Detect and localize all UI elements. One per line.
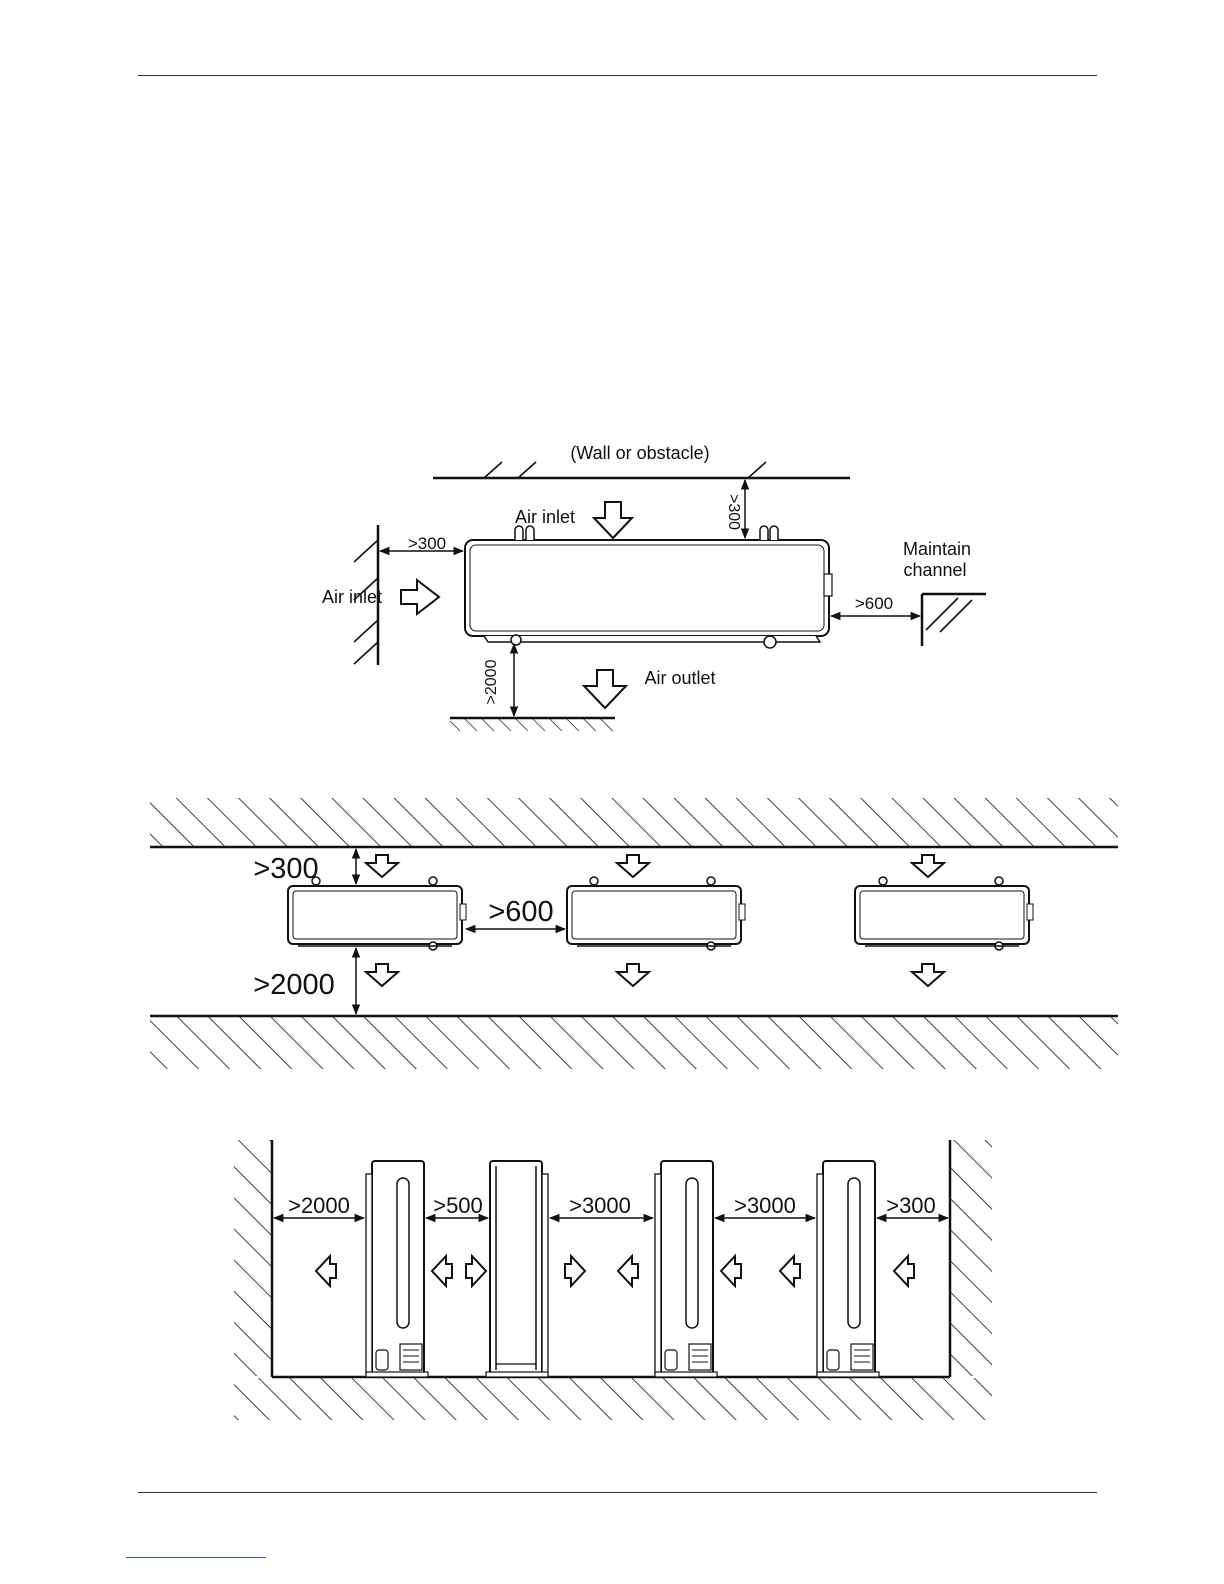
- dim-bottom-label: >2000: [483, 659, 500, 704]
- top-wall-hatch: [484, 462, 766, 478]
- dim-4-label: >3000: [734, 1193, 796, 1218]
- air-inlet-top-arrow-icon: [594, 502, 632, 538]
- ceiling-hatch: [150, 798, 1118, 846]
- air-arrow-left-icon: [721, 1256, 741, 1286]
- air-arrow-left-icon: [894, 1256, 914, 1286]
- air-in-arrow-icon: [912, 855, 944, 877]
- indoor-unit-b: [567, 877, 745, 950]
- air-outlet-label: Air outlet: [644, 668, 715, 688]
- air-in-arrow-icon: [617, 855, 649, 877]
- air-out-arrow-icon: [912, 964, 944, 986]
- floor-unit-4: [817, 1161, 879, 1377]
- wall-label: (Wall or obstacle): [570, 443, 709, 463]
- air-in-arrow-icon: [366, 855, 398, 877]
- air-arrow-right-icon: [466, 1256, 486, 1286]
- left-wall-hatch-3: [234, 1140, 272, 1376]
- air-arrow-left-icon: [316, 1256, 336, 1286]
- floor-unit-1: [366, 1161, 428, 1377]
- diagram-single-unit: (Wall or obstacle): [322, 443, 986, 731]
- floor-unit-3: [655, 1161, 717, 1377]
- right-wall-hatch-3: [950, 1140, 992, 1376]
- diagram-row-units: >300 >600 >2000: [150, 798, 1118, 1069]
- air-arrow-left-icon: [618, 1256, 638, 1286]
- air-inlet-top-label: Air inlet: [515, 507, 575, 527]
- air-arrow-right-icon: [565, 1256, 585, 1286]
- dim-bottom-label-2: >2000: [253, 969, 334, 1001]
- floor-unit-2: [486, 1161, 548, 1377]
- dim-left-label: >300: [408, 534, 446, 553]
- air-out-arrow-icon: [617, 964, 649, 986]
- dim-1-label: >2000: [288, 1193, 350, 1218]
- dim-top-label: >300: [725, 494, 742, 530]
- air-inlet-left-label: Air inlet: [322, 587, 382, 607]
- dim-3-label: >3000: [569, 1193, 631, 1218]
- dim-5-label: >300: [886, 1193, 936, 1218]
- floor-hatch: [450, 719, 615, 731]
- air-inlet-left-arrow-icon: [401, 580, 439, 614]
- air-arrow-left-icon: [432, 1256, 452, 1286]
- floor-hatch-2: [150, 1017, 1118, 1069]
- diagram-floor-units: >2000 >500 >3000 >3000 >300: [234, 1140, 992, 1420]
- dim-top-label-2: >300: [253, 853, 318, 885]
- maintain-label-line1: Maintain: [903, 539, 971, 559]
- dim-right-label: >600: [855, 594, 893, 613]
- indoor-unit-a: [288, 877, 466, 950]
- indoor-unit: [465, 526, 832, 648]
- floor-hatch-3: [234, 1378, 992, 1420]
- indoor-unit-c: [855, 877, 1033, 950]
- dim-between-label: >600: [488, 896, 553, 928]
- air-arrow-left-icon: [780, 1256, 800, 1286]
- air-outlet-arrow-icon: [584, 670, 626, 708]
- maintain-label-line2: channel: [903, 560, 966, 580]
- air-out-arrow-icon: [366, 964, 398, 986]
- dim-2-label: >500: [433, 1193, 483, 1218]
- right-obstacle-hatch: [926, 598, 972, 632]
